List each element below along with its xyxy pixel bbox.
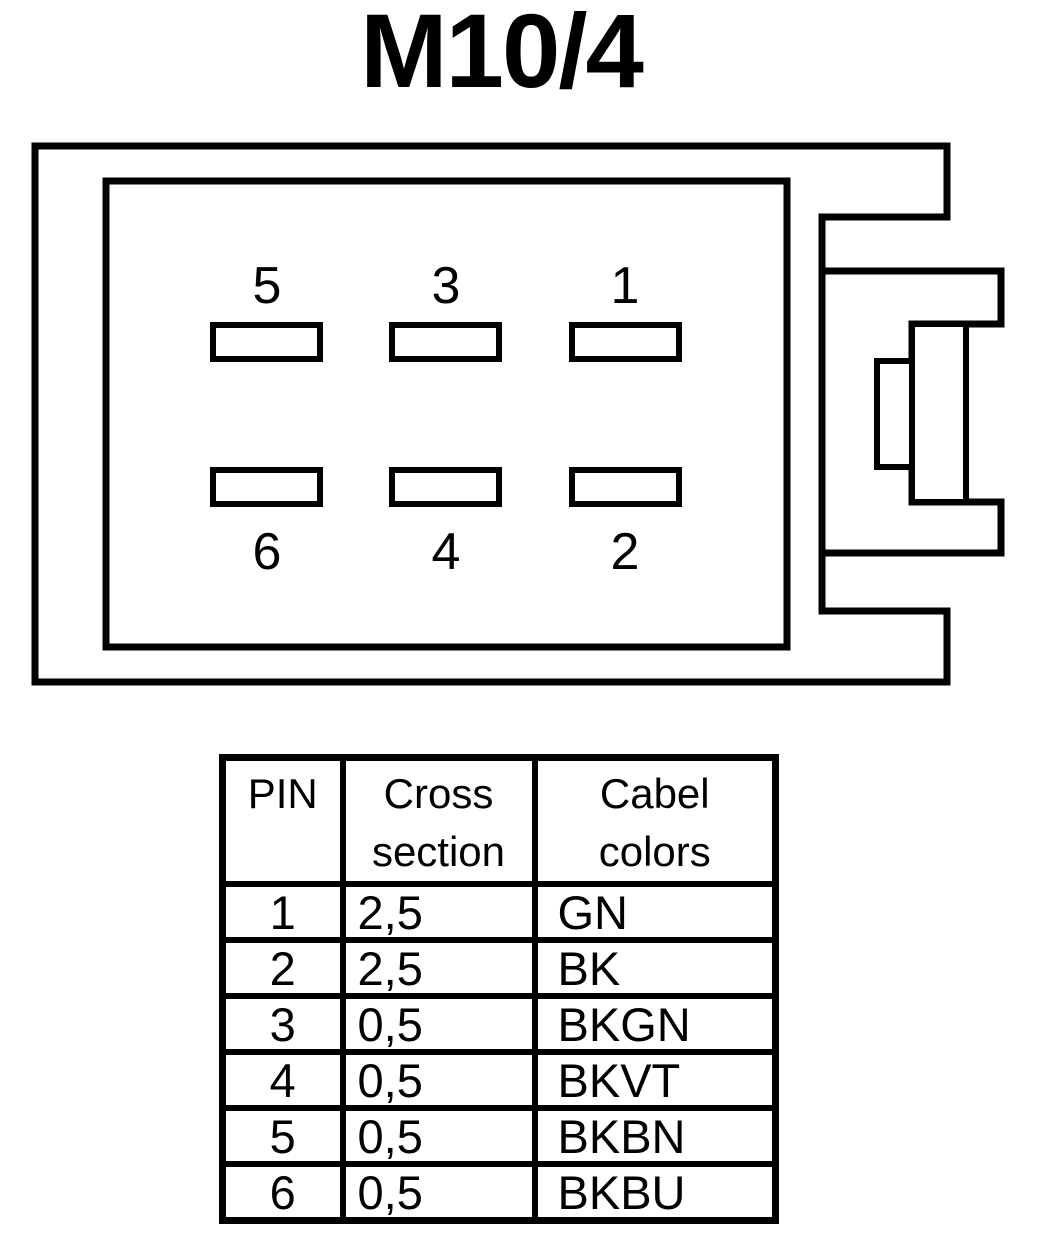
table-row: 2 2,5 BK [219, 937, 779, 999]
header-cross-section: Cross section [339, 754, 538, 887]
header-cable-colors: Cabel colors [531, 754, 779, 887]
pin-label: 1 [611, 257, 640, 315]
connector-title: M10/4 [360, 0, 644, 110]
cell-cross-section: 0,5 [339, 1049, 538, 1111]
cell-cross-section: 0,5 [339, 1161, 538, 1224]
pin-label: 5 [253, 257, 282, 315]
pin-label: 3 [432, 257, 461, 315]
latch-rail [909, 321, 969, 505]
table-header-row: PIN Cross section Cabel colors [219, 754, 779, 887]
connector-inner-face [102, 177, 791, 651]
pin-slot-3 [389, 322, 502, 362]
header-line: Cross [383, 770, 494, 817]
cell-cross-section: 0,5 [339, 1105, 538, 1167]
pin-slot-2 [569, 467, 682, 507]
pin-label: 6 [253, 523, 282, 581]
pin-slot-6 [210, 467, 323, 507]
cell-pin: 1 [219, 881, 346, 943]
table-row: 6 0,5 BKBU [219, 1161, 779, 1224]
cell-pin: 5 [219, 1105, 346, 1167]
table-row: 1 2,5 GN [219, 881, 779, 943]
cell-pin: 3 [219, 993, 346, 1055]
table-row: 5 0,5 BKBN [219, 1105, 779, 1167]
cell-cable-color: BKBN [531, 1105, 779, 1167]
pin-label: 4 [432, 523, 461, 581]
cell-cable-color: BKVT [531, 1049, 779, 1111]
connector-body-outline [31, 142, 951, 686]
pin-slot-5 [210, 322, 323, 362]
cell-cable-color: GN [531, 881, 779, 943]
header-line: PIN [247, 770, 318, 817]
header-pin: PIN [219, 754, 346, 887]
cell-cable-color: BK [531, 937, 779, 999]
table-row: 3 0,5 BKGN [219, 993, 779, 1055]
cell-cross-section: 2,5 [339, 937, 538, 999]
pin-slot-4 [389, 467, 502, 507]
cell-cable-color: BKGN [531, 993, 779, 1055]
header-line: section [371, 828, 506, 875]
cell-cross-section: 2,5 [339, 881, 538, 943]
cell-cable-color: BKBU [531, 1161, 779, 1224]
cell-pin: 4 [219, 1049, 346, 1111]
cell-pin: 6 [219, 1161, 346, 1224]
connector-diagram: 5 3 1 6 4 2 [31, 142, 1005, 686]
pin-assignment-table: PIN Cross section Cabel colors 1 2,5 GN [219, 754, 779, 1224]
table-row: 4 0,5 BKVT [219, 1049, 779, 1111]
header-line: colors [598, 828, 711, 875]
pin-slot-1 [569, 322, 682, 362]
cell-pin: 2 [219, 937, 346, 999]
header-line: Cabel [599, 770, 710, 817]
pin-label: 2 [611, 523, 640, 581]
cell-cross-section: 0,5 [339, 993, 538, 1055]
latch-key [874, 358, 915, 470]
